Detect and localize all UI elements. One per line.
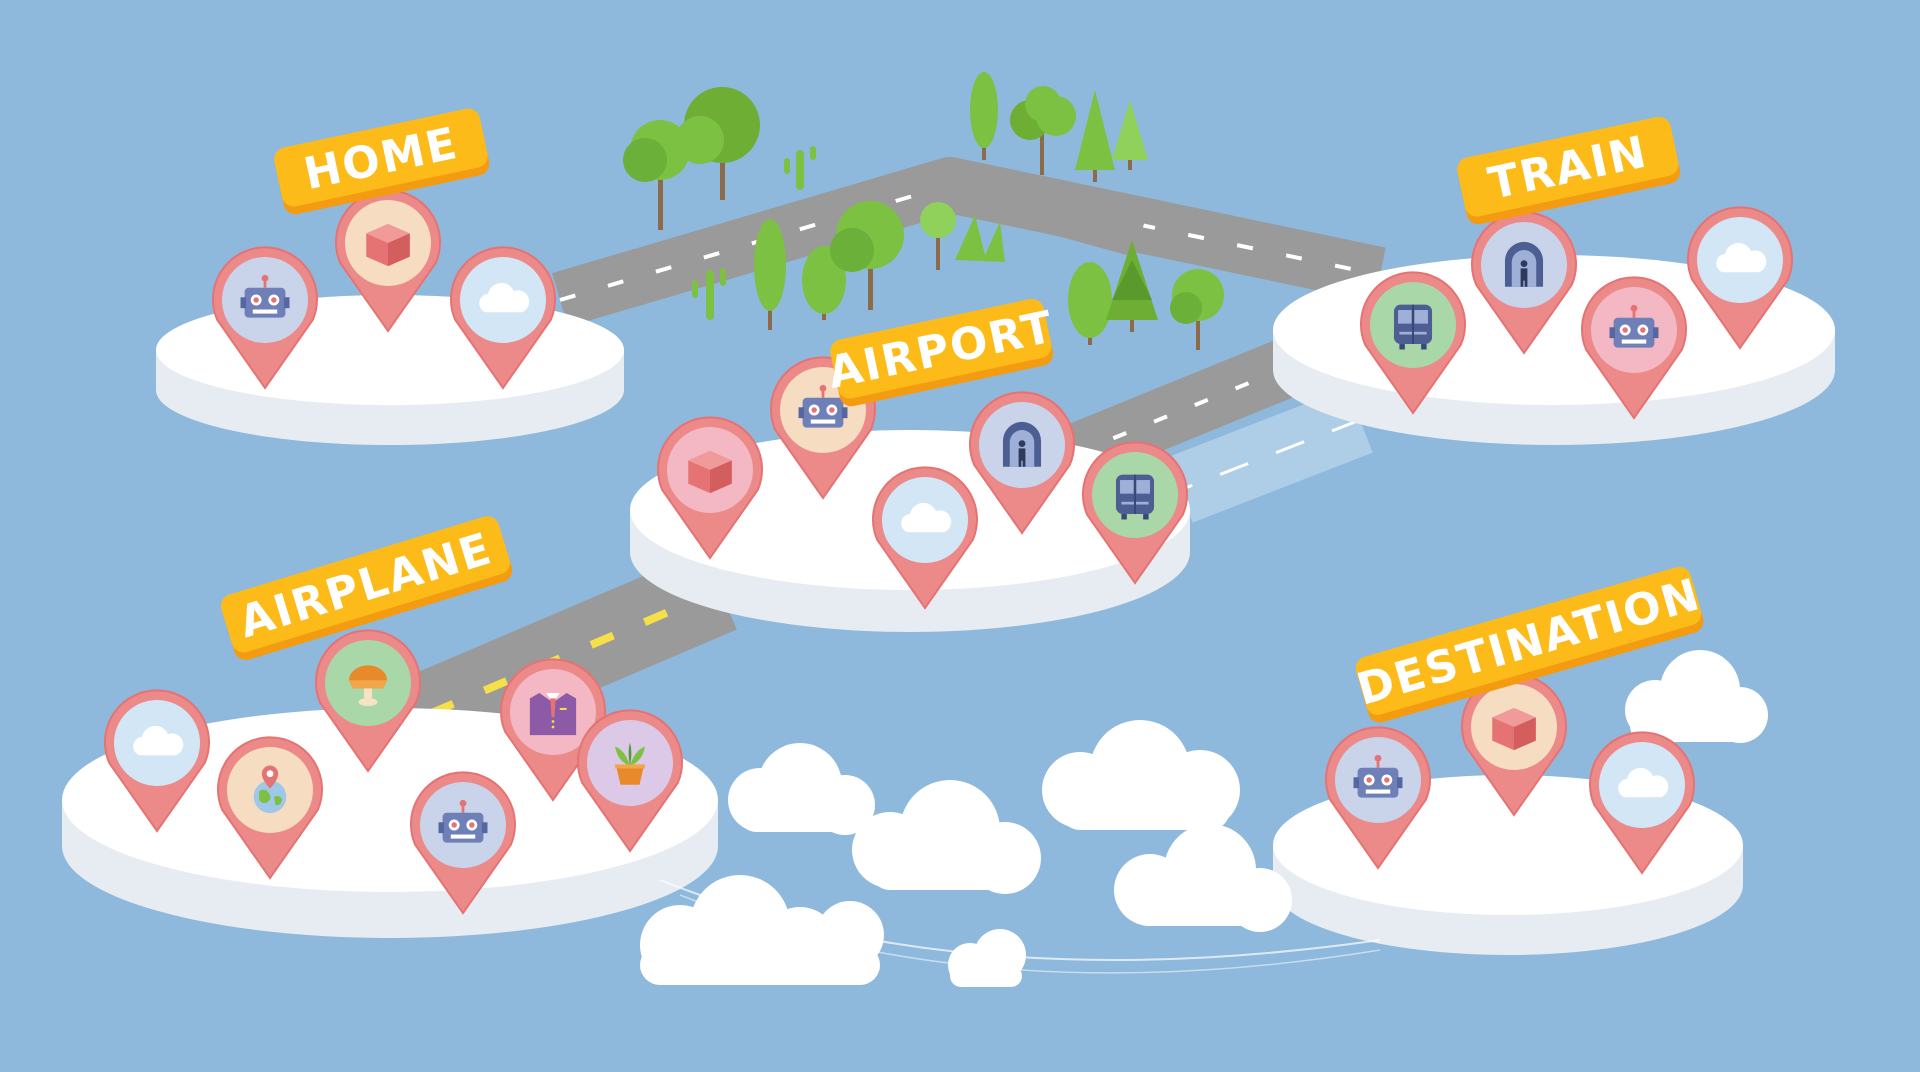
tree [1010,86,1076,175]
map-pin-airport-5[interactable] [1082,441,1188,585]
map-pin-home-3[interactable] [450,246,556,390]
map-pin-airport-1[interactable] [657,416,763,560]
train-icon [1392,303,1434,351]
cloud [1625,650,1768,743]
tree [830,201,904,310]
tree [970,72,998,160]
tree [623,120,690,230]
map-pin-train-1[interactable] [1360,271,1466,415]
pins-layer [104,189,1793,915]
map-pin-airplane-6[interactable] [577,709,683,853]
map-pin-train-4[interactable] [1687,206,1793,350]
cactus [784,146,816,190]
map-pin-destination-3[interactable] [1589,731,1695,875]
sky-clouds [640,650,1768,987]
cloud [1042,720,1240,830]
map-pin-home-2[interactable] [335,189,441,333]
tree [754,219,786,330]
cloud [1114,824,1292,932]
tree [920,202,956,270]
map-pin-home-1[interactable] [212,246,318,390]
map-pin-airport-3[interactable] [872,466,978,610]
security-gate-icon [1504,241,1544,287]
uniform-icon [529,692,577,736]
map-pin-airplane-3[interactable] [315,629,421,773]
road-branch [924,160,1146,258]
tree-cluster [623,72,1224,350]
map-pin-airplane-5[interactable] [500,658,606,802]
tree [1106,240,1158,332]
tree [1112,100,1148,170]
map-pin-airport-4[interactable] [969,391,1075,535]
map-pin-airplane-1[interactable] [104,689,210,833]
map-pin-airplane-2[interactable] [217,736,323,880]
map-pin-destination-2[interactable] [1461,673,1567,817]
map-pin-destination-1[interactable] [1325,726,1431,870]
tree [676,87,760,200]
tree [1170,269,1224,350]
cloud [728,743,875,835]
cloud [852,780,1041,894]
tree [1075,90,1115,182]
train-icon [1114,473,1156,521]
map-pin-airplane-4[interactable] [410,771,516,915]
cactus [692,268,726,320]
runway-shadow [1167,387,1373,523]
map-pin-train-3[interactable] [1581,276,1687,420]
bush [955,215,1005,262]
tree [1068,262,1112,345]
security-gate-icon [1002,421,1042,467]
